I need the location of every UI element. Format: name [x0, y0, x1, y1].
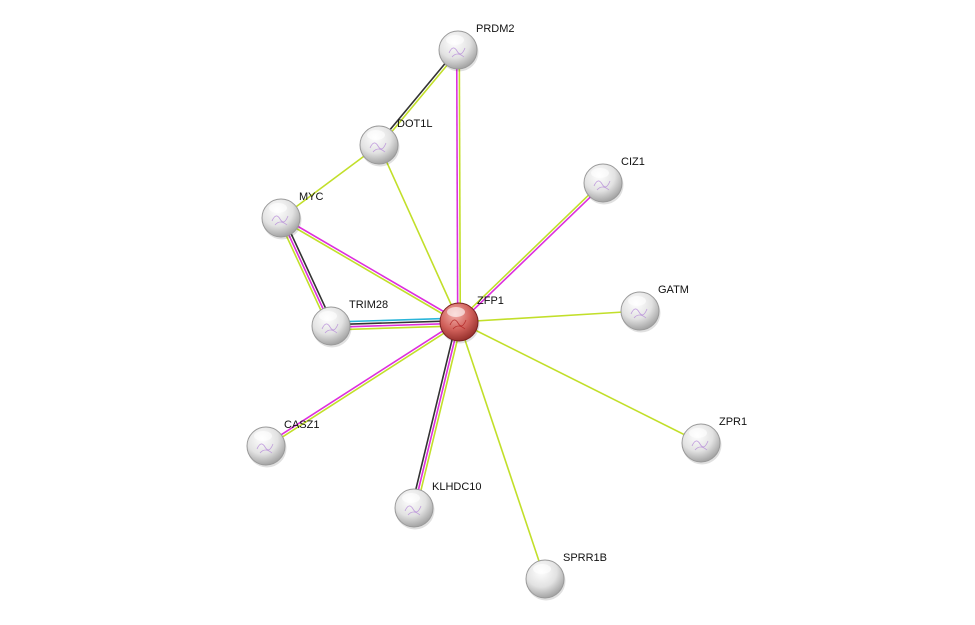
node-zpr1[interactable]: ZPR1	[681, 416, 747, 465]
protein-structure-icon	[630, 308, 648, 319]
node-highlight	[402, 493, 420, 503]
node-label: GATM	[658, 284, 689, 296]
edge-evidence-experiments	[459, 183, 605, 324]
edge-klhdc10-zfp1[interactable]	[410, 321, 463, 509]
node-highlight	[269, 203, 287, 213]
node-highlight	[628, 296, 646, 306]
edge-evidence-experiments	[331, 322, 460, 329]
edge-evidence-experiments	[280, 217, 332, 327]
edge-evidence-experiments	[264, 320, 459, 446]
edge-sprr1b-zfp1[interactable]	[458, 321, 546, 580]
node-label: MYC	[299, 191, 324, 203]
protein-structure-icon	[369, 142, 387, 153]
edge-evidence-textmining	[378, 144, 460, 323]
node-trim28[interactable]: TRIM28	[311, 299, 388, 348]
edge-evidence-experiments	[413, 321, 460, 509]
edge-evidence-textmining	[379, 50, 460, 147]
edge-evidence-experiments	[455, 50, 459, 323]
edge-evidence-textmining	[331, 325, 460, 331]
edge-evidence-textmining	[458, 321, 546, 580]
node-label: CASZ1	[284, 419, 319, 431]
edge-evidence-textmining	[457, 181, 603, 322]
node-casz1[interactable]: CASZ1	[246, 419, 319, 468]
edge-prdm2-zfp1[interactable]	[455, 49, 462, 323]
node-label: KLHDC10	[432, 481, 482, 493]
protein-structure-icon	[271, 215, 289, 226]
node-prdm2[interactable]: PRDM2	[438, 23, 515, 72]
edge-evidence-textmining	[280, 144, 380, 219]
edge-evidence-textmining	[458, 310, 641, 323]
edge-evidence-textmining	[458, 321, 702, 444]
protein-structure-icon	[691, 440, 709, 451]
edge-zpr1-zfp1[interactable]	[458, 321, 702, 444]
protein-structure-icon	[593, 180, 611, 191]
edge-casz1-zfp1[interactable]	[264, 320, 461, 448]
edge-gatm-zfp1[interactable]	[458, 310, 641, 323]
edge-prdm2-dot1l[interactable]	[377, 48, 460, 147]
edge-myc-trim28[interactable]	[277, 216, 335, 328]
node-klhdc10[interactable]: KLHDC10	[394, 481, 482, 530]
node-dot1l[interactable]: DOT1L	[359, 118, 432, 167]
node-zfp1[interactable]: ZFP1	[439, 295, 504, 344]
node-label: SPRR1B	[563, 552, 607, 564]
node-ciz1[interactable]: CIZ1	[583, 156, 645, 205]
node-label: TRIM28	[349, 299, 388, 311]
edge-evidence-database	[330, 317, 459, 323]
edges-layer	[264, 48, 702, 580]
edge-ciz1-zfp1[interactable]	[457, 181, 605, 324]
node-sprr1b[interactable]: SPRR1B	[525, 552, 607, 601]
node-highlight	[254, 431, 272, 441]
edge-myc-zfp1[interactable]	[279, 216, 461, 324]
node-label: DOT1L	[397, 118, 432, 130]
node-highlight	[591, 168, 609, 178]
edge-evidence-textmining	[266, 322, 461, 448]
node-highlight	[319, 311, 337, 321]
edge-dot1l-myc[interactable]	[280, 144, 380, 219]
node-label: ZFP1	[477, 295, 504, 307]
node-highlight	[367, 130, 385, 140]
node-highlight	[447, 307, 465, 317]
edge-trim28-zfp1[interactable]	[330, 317, 460, 331]
node-highlight	[689, 428, 707, 438]
edge-evidence-textmining	[279, 218, 459, 324]
protein-structure-icon	[448, 47, 466, 58]
edge-evidence-experiments	[281, 216, 461, 322]
protein-structure-icon	[449, 319, 467, 330]
edge-evidence-textmining	[277, 218, 330, 328]
node-highlight	[533, 564, 551, 574]
node-highlight	[446, 35, 464, 45]
edge-evidence-textmining	[458, 49, 462, 322]
protein-structure-icon	[256, 443, 274, 454]
node-label: PRDM2	[476, 23, 515, 35]
node-myc[interactable]: MYC	[261, 191, 324, 240]
edge-evidence-coexpression	[282, 216, 335, 326]
edge-evidence-textmining	[415, 322, 463, 509]
edge-evidence-coexpression	[410, 321, 458, 508]
node-label: CIZ1	[621, 156, 645, 168]
node-gatm[interactable]: GATM	[620, 284, 689, 333]
edge-evidence-coexpression	[330, 319, 459, 326]
node-label: ZPR1	[719, 416, 747, 428]
edge-evidence-coexpression	[377, 48, 458, 145]
protein-structure-icon	[321, 323, 339, 334]
edge-dot1l-zfp1[interactable]	[378, 144, 460, 323]
protein-structure-icon	[404, 505, 422, 516]
